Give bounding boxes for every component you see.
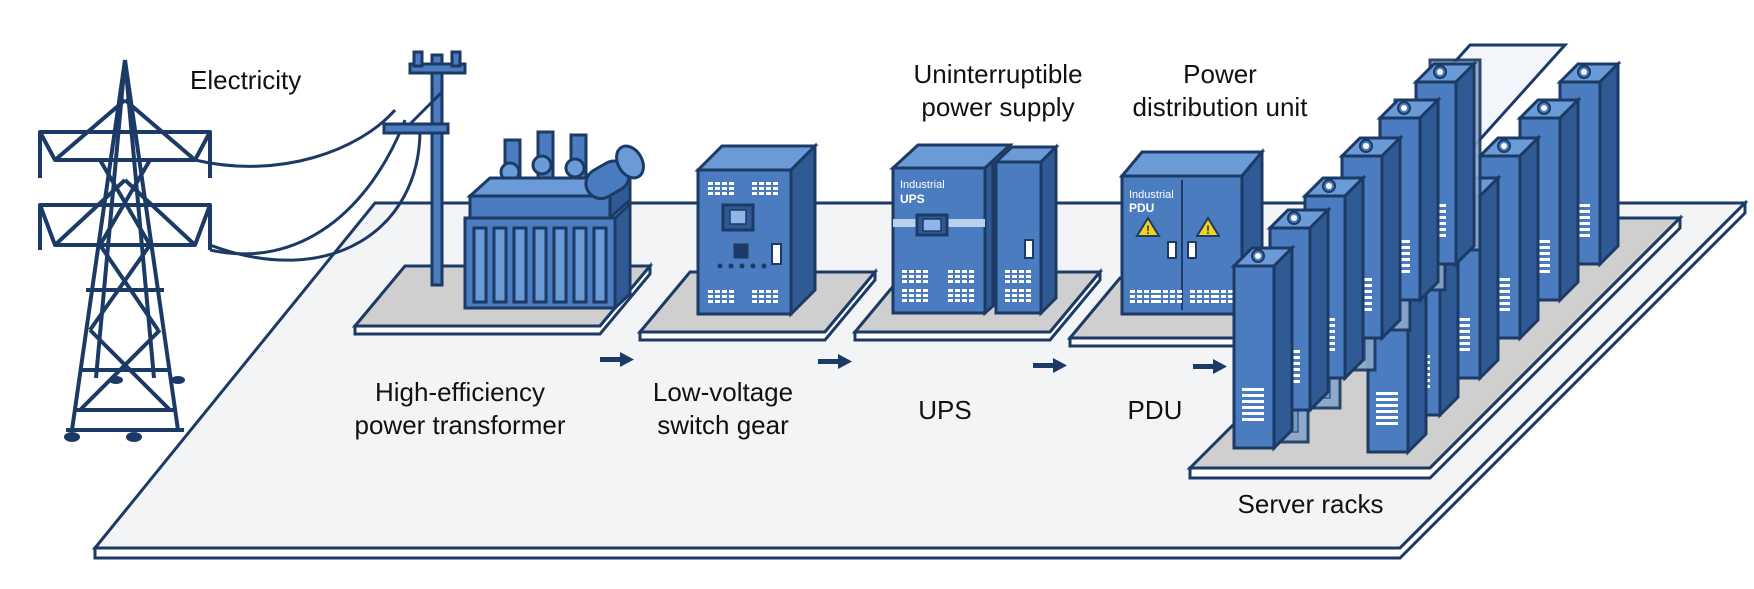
warning-icon (1135, 216, 1221, 237)
label-pdu: PDU (1127, 395, 1183, 425)
low-voltage-switch-gear (694, 142, 819, 318)
flow-arrow-icon (600, 352, 1227, 374)
label-uninterruptible-power-supply: Uninterruptible power supply (913, 59, 1083, 122)
label-server-racks: Server racks (1237, 489, 1384, 519)
pdu-brand-text: Industrial (1129, 189, 1174, 201)
tower-feet (64, 376, 185, 442)
ups-brand-text: Industrial (900, 179, 945, 191)
power-transformer (463, 130, 645, 312)
power-tower-icon (38, 59, 212, 432)
label-ups: UPS (918, 395, 972, 425)
svg-text:!: ! (1146, 223, 1150, 237)
ups-model-text: UPS (900, 192, 925, 206)
label-switch-gear: Low-voltage switch gear (652, 377, 794, 440)
label-transformer: High-efficiency power transformer (354, 377, 566, 440)
power-lines (194, 109, 422, 262)
floor-edge (93, 199, 1747, 560)
switch-gear-lights (717, 263, 767, 269)
svg-text:!: ! (1206, 223, 1210, 237)
label-power-distribution-unit: Power distribution unit (1132, 59, 1308, 122)
pdu-model-text: PDU (1129, 201, 1154, 215)
ups-cabinet (889, 143, 1060, 317)
utility-pole-icon (382, 50, 467, 287)
label-electricity: Electricity (190, 65, 302, 95)
